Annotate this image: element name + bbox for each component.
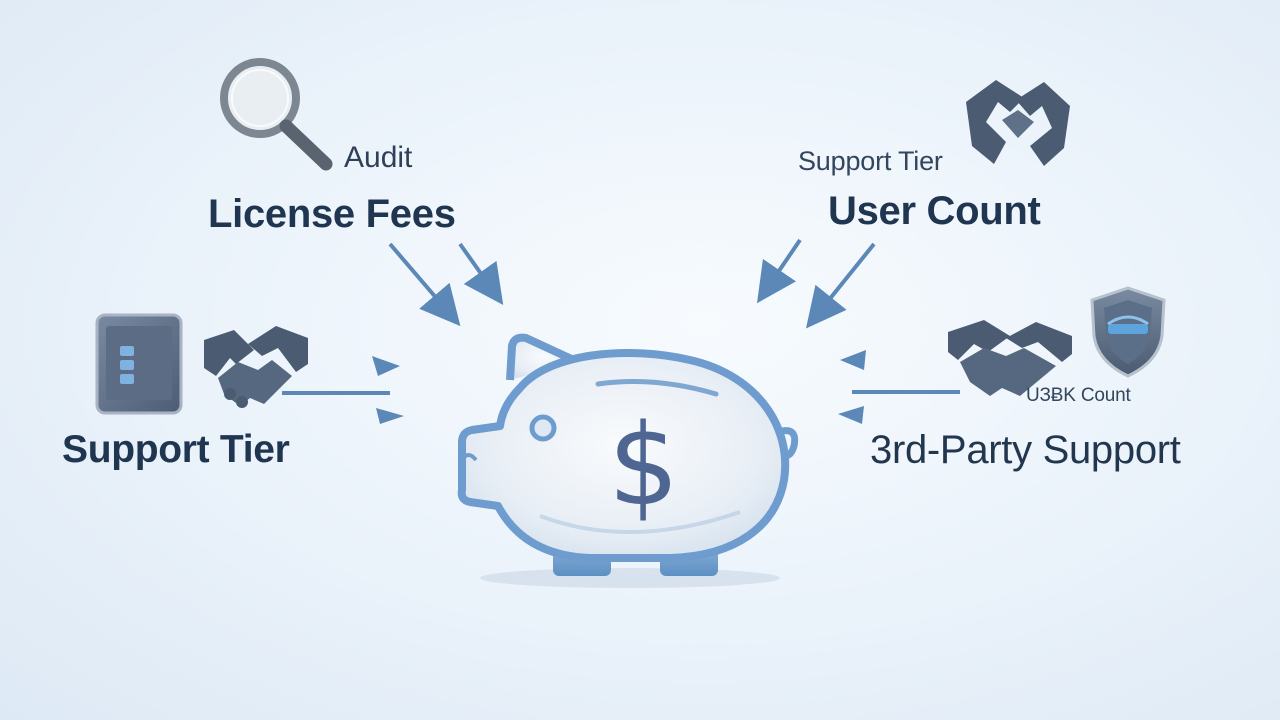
arrow-left-head-top	[372, 356, 400, 376]
magnifier-icon	[220, 58, 333, 171]
third-party-support-label: 3rd-Party Support	[870, 428, 1181, 472]
user-count-label: User Count	[828, 189, 1041, 233]
handshake-icon	[966, 80, 1070, 166]
arrow-user-2	[805, 242, 876, 329]
arrow-user-1	[757, 238, 802, 304]
audit-label: Audit	[344, 141, 413, 174]
tablet-icon	[95, 313, 183, 415]
arrow-license-2	[458, 242, 504, 306]
handshake-icon	[204, 326, 308, 408]
shield-icon	[1090, 286, 1166, 378]
piggy-bank-icon	[457, 333, 799, 588]
arrow-license-1	[388, 242, 461, 327]
support-tier-label: Support Tier	[62, 428, 290, 471]
user-count-small-label: UЗɃK Count	[1026, 385, 1131, 406]
support-tier-small-label: Support Tier	[798, 146, 943, 176]
dollar-sign: $	[608, 401, 680, 531]
license-fees-label: License Fees	[208, 192, 456, 236]
arrow-right-head-top	[840, 350, 866, 370]
handshake-icon	[948, 320, 1072, 396]
arrow-left-head-bottom	[376, 408, 404, 424]
arrow-right-head-bottom	[838, 406, 864, 424]
